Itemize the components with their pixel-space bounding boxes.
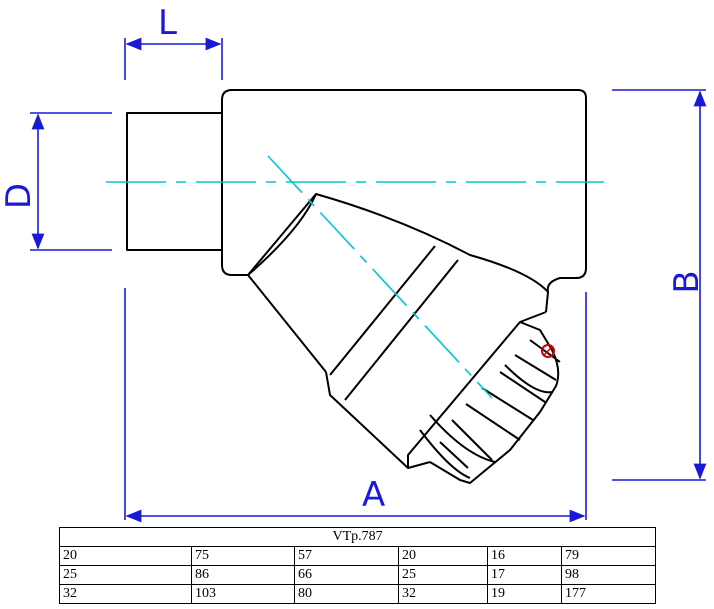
- dim-label-D: D: [0, 183, 39, 209]
- branch-outer: [407, 311, 547, 468]
- table-cell: 177: [560, 584, 657, 604]
- table-cell: 19: [487, 584, 562, 604]
- branch-contour: [247, 193, 549, 313]
- table-cell: 16: [487, 546, 562, 566]
- dimension-lines: [30, 37, 707, 523]
- cap-rings: [419, 364, 553, 479]
- table-cell: 57: [294, 546, 399, 566]
- table-cell: 32: [398, 584, 488, 604]
- vent-marker: [541, 344, 555, 358]
- table-cell: 98: [560, 565, 657, 585]
- table-cell: 32: [59, 584, 192, 604]
- table-cell: 25: [59, 565, 192, 585]
- main-body: [221, 89, 587, 293]
- dim-label-B: B: [667, 270, 707, 293]
- strainer-body: [126, 89, 587, 484]
- table-cell: 86: [191, 565, 295, 585]
- table-cell: 25: [398, 565, 488, 585]
- table-cell: 79: [560, 546, 657, 566]
- table-cell: 103: [191, 584, 295, 604]
- dim-label-L: L: [158, 3, 177, 43]
- branch-lines: [247, 193, 459, 469]
- centerlines: [106, 155, 604, 399]
- table-title-row: VTp.787: [58, 527, 657, 547]
- table-cell: 66: [294, 565, 399, 585]
- table-cell: 20: [59, 546, 192, 566]
- table-cell: 17: [487, 565, 562, 585]
- dim-label-A: A: [362, 475, 385, 515]
- table-title: VTp.787: [58, 527, 657, 547]
- strainer-cap: [429, 321, 561, 484]
- table-cell: 80: [294, 584, 399, 604]
- table-cell: 75: [191, 546, 295, 566]
- diagonal-centerline: [267, 155, 493, 399]
- y-strainer-drawing: L D B A: [0, 3, 707, 523]
- table-cell: 20: [398, 546, 488, 566]
